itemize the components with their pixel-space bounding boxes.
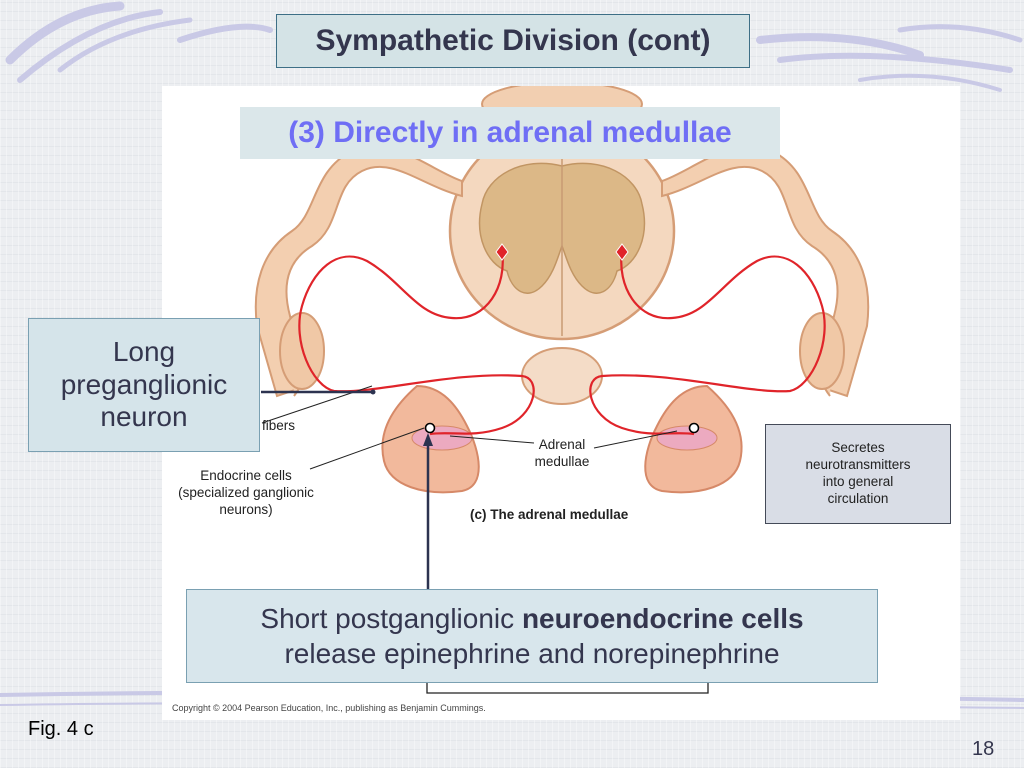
leader-adrenal-right <box>593 430 678 449</box>
secretes-box: Secretes neurotransmitters into general … <box>765 424 951 524</box>
callout-bottom-bold: neuroendocrine cells <box>521 603 804 634</box>
adrenal-illustration <box>254 86 870 694</box>
page-number: 18 <box>972 738 995 760</box>
figure-reference: Fig. 4 c <box>28 718 94 740</box>
secretes-line-2: neurotransmitters <box>805 457 911 473</box>
slide-title-text: Sympathetic Division (cont) <box>315 24 711 57</box>
preganglionic-neurons <box>298 250 826 436</box>
secretes-line-3: into general <box>822 474 894 489</box>
figure-caption: (c) The adrenal medullae <box>470 507 629 522</box>
fibers-label: fibers <box>262 418 296 433</box>
slide-subtitle-text: (3) Directly in adrenal medullae <box>288 116 732 149</box>
slide-title: Sympathetic Division (cont) <box>276 14 750 68</box>
callout-left-line-2: preganglionic <box>60 368 228 400</box>
slide-subtitle: (3) Directly in adrenal medullae <box>240 107 780 159</box>
endocrine-label-line-3: neurons) <box>219 501 273 517</box>
adrenal-label-line-1: Adrenal <box>538 437 586 452</box>
callout-bottom-plain: Short postganglionic <box>260 603 522 634</box>
secretes-line-1: Secretes <box>831 440 885 456</box>
callout-left-line-3: neuron <box>100 401 188 433</box>
callout-bottom-line-2: release epinephrine and norepinephrine <box>284 638 780 669</box>
long-preganglionic-callout: Long preganglionic neuron <box>28 318 260 452</box>
endocrine-label: Endocrine cells (specialized ganglionic … <box>166 468 326 519</box>
secretes-line-4: circulation <box>827 490 889 506</box>
short-postganglionic-callout: Short postganglionic neuroendocrine cell… <box>186 589 878 683</box>
adrenal-label-line-2: medullae <box>534 453 590 469</box>
leader-adrenal-left <box>449 435 535 444</box>
copyright-notice: Copyright © 2004 Pearson Education, Inc.… <box>172 703 486 713</box>
endocrine-label-line-1: Endocrine cells <box>200 468 292 483</box>
adrenal-gland-left <box>381 384 480 494</box>
endocrine-label-line-2: (specialized ganglionic <box>178 484 314 500</box>
leader-endocrine <box>309 427 425 470</box>
adrenal-label: Adrenal medullae <box>522 437 602 471</box>
callout-left-line-1: Long <box>112 336 176 368</box>
adrenal-gland-right <box>644 384 743 494</box>
callout-bottom-line-1: Short postganglionic neuroendocrine cell… <box>260 601 803 636</box>
